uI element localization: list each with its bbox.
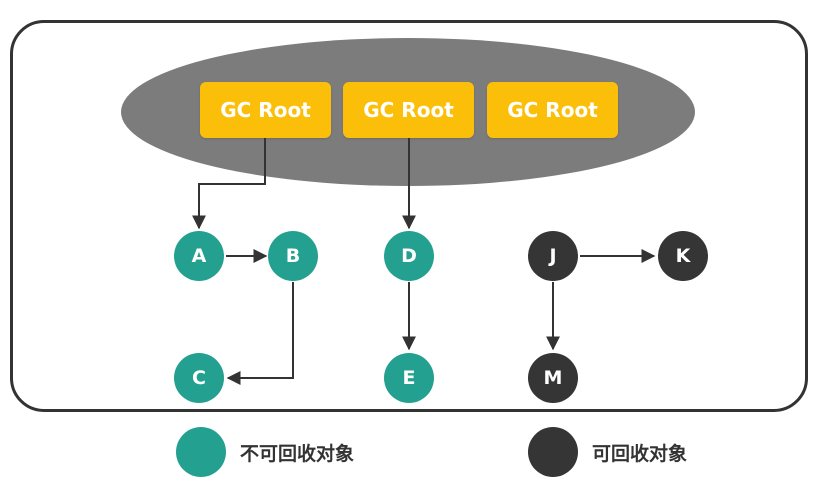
node-m: M bbox=[528, 353, 578, 403]
gc-root-1: GC Root bbox=[200, 82, 331, 138]
node-e: E bbox=[384, 353, 434, 403]
node-c: C bbox=[174, 353, 224, 403]
edge-b-c bbox=[226, 282, 294, 385]
legend-collectable-swatch bbox=[528, 427, 578, 477]
legend-collectable-label: 可回收对象 bbox=[592, 442, 688, 465]
legend-reachable-label: 不可回收对象 bbox=[240, 442, 355, 465]
node-k: K bbox=[658, 231, 708, 281]
gc-root-2: GC Root bbox=[343, 82, 474, 138]
heap-frame bbox=[10, 20, 808, 412]
node-a: A bbox=[174, 231, 224, 281]
node-d: D bbox=[384, 231, 434, 281]
node-b: B bbox=[268, 231, 318, 281]
gc-root-3: GC Root bbox=[487, 82, 618, 138]
legend-reachable-swatch bbox=[176, 427, 226, 477]
node-j: J bbox=[528, 231, 578, 281]
edge-root1-a bbox=[192, 138, 266, 230]
